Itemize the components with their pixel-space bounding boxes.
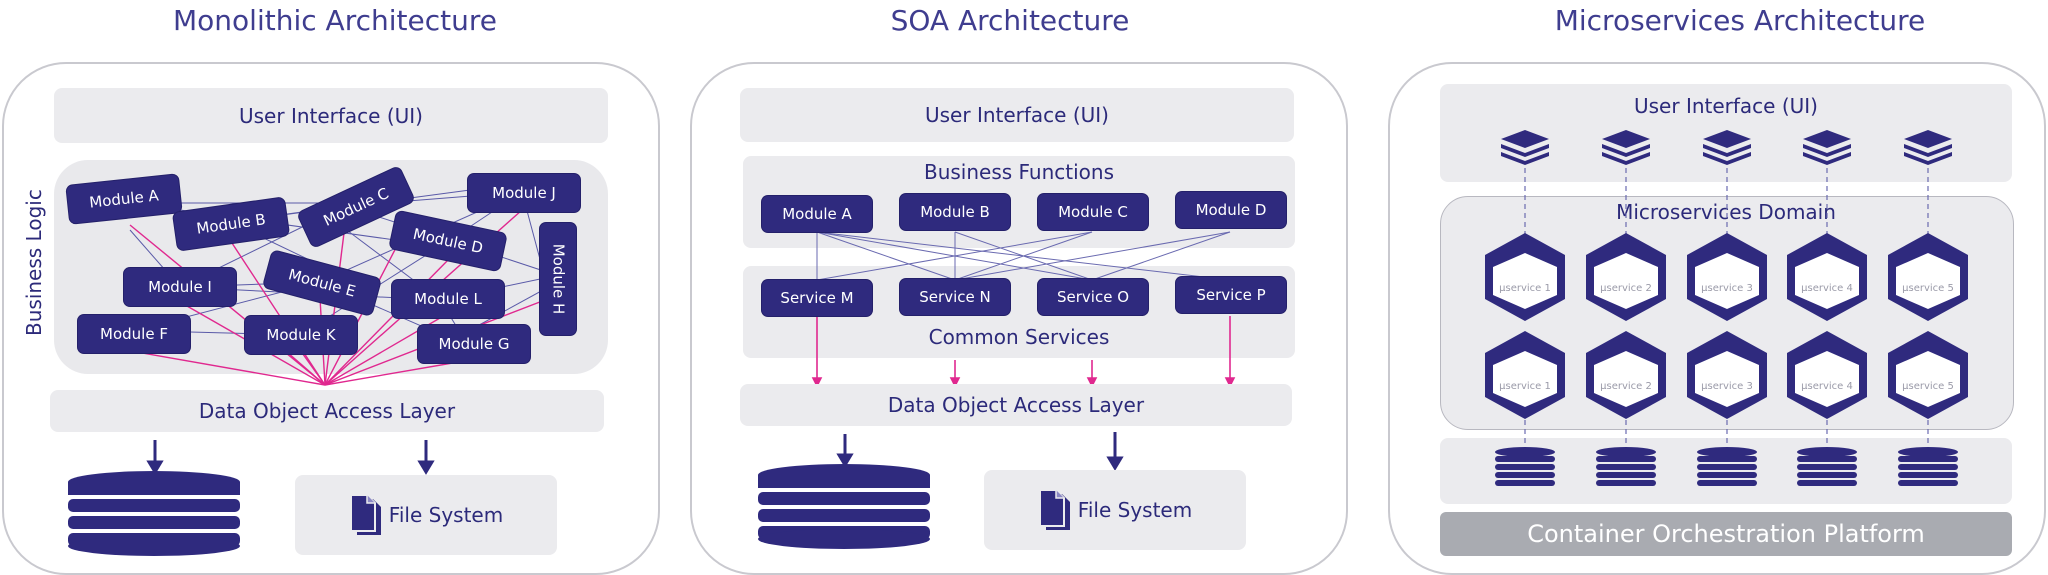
monolith-title: Monolithic Architecture xyxy=(173,4,497,37)
micro-data-zone xyxy=(1440,438,2012,504)
service-label: Service N xyxy=(919,288,991,306)
soa-service-p: Service P xyxy=(1176,277,1286,313)
soa-ui-label: User Interface (UI) xyxy=(925,103,1109,127)
micro-title: Microservices Architecture xyxy=(1554,4,1926,37)
soa-ui-bar: User Interface (UI) xyxy=(740,88,1294,142)
micro-ui-zone: User Interface (UI) xyxy=(1440,84,2012,182)
module-label: Module L xyxy=(414,290,482,308)
soa-title: SOA Architecture xyxy=(890,4,1130,37)
soa-module-c: Module C xyxy=(1038,194,1148,230)
monolith-module-i: Module I xyxy=(124,268,236,306)
soa-data-layer: Data Object Access Layer xyxy=(740,384,1292,426)
microservice-3-row2-label: µservice 3 xyxy=(1701,381,1753,392)
platform-label: Container Orchestration Platform xyxy=(1527,520,1925,548)
module-label: Module D xyxy=(1195,201,1267,219)
module-label: Module G xyxy=(438,335,510,353)
module-label: Module B xyxy=(920,203,990,221)
monolith-ui-label: User Interface (UI) xyxy=(239,103,423,128)
monolith-module-g: Module G xyxy=(418,325,530,363)
common-services-label: Common Services xyxy=(928,325,1110,349)
microservice-2-row1-label: µservice 2 xyxy=(1600,283,1652,294)
microservice-5-row1-label: µservice 5 xyxy=(1902,283,1954,294)
module-label: Module C xyxy=(1058,203,1128,221)
soa-module-a: Module A xyxy=(762,196,872,232)
module-label: Module D xyxy=(411,224,485,258)
module-label: Module E xyxy=(286,265,358,301)
module-label: Module F xyxy=(100,325,168,343)
microservice-5-row2-label: µservice 5 xyxy=(1902,381,1954,392)
module-label: Module J xyxy=(492,184,556,202)
microservice-1-row1-label: µservice 1 xyxy=(1499,283,1551,294)
monolith-file-system-label: File System xyxy=(388,503,504,527)
soa-module-d: Module D xyxy=(1176,192,1286,228)
microservice-2-row2-label: µservice 2 xyxy=(1600,381,1652,392)
file-icon xyxy=(1038,489,1070,530)
business-logic-label: Business Logic xyxy=(22,189,46,336)
module-label: Module K xyxy=(266,326,336,344)
monolith-module-f: Module F xyxy=(78,315,190,353)
service-label: Service P xyxy=(1196,286,1266,304)
monolith-module-k: Module K xyxy=(245,316,357,354)
microservice-4-row2-label: µservice 4 xyxy=(1801,381,1853,392)
soa-module-b: Module B xyxy=(900,194,1010,230)
file-icon xyxy=(349,494,381,535)
monolith-module-l: Module L xyxy=(392,280,504,318)
monolith-file-system: File System xyxy=(295,475,557,555)
container-orchestration-platform: Container Orchestration Platform xyxy=(1440,512,2012,556)
module-label: Module I xyxy=(148,278,212,296)
microservice-3-row1-label: µservice 3 xyxy=(1701,283,1753,294)
module-label: Module H xyxy=(549,243,567,315)
soa-file-system: File System xyxy=(984,470,1246,550)
module-label: Module B xyxy=(195,210,267,238)
monolith-ui-bar: User Interface (UI) xyxy=(54,88,608,143)
soa-file-system-label: File System xyxy=(1077,498,1193,522)
module-label: Module A xyxy=(88,186,160,212)
module-label: Module A xyxy=(782,205,852,223)
business-functions-label: Business Functions xyxy=(923,160,1115,184)
monolith-data-layer: Data Object Access Layer xyxy=(50,390,604,432)
monolith-data-layer-label: Data Object Access Layer xyxy=(198,399,456,423)
monolith-module-j: Module J xyxy=(468,174,580,212)
micro-domain-zone xyxy=(1440,196,2014,430)
microservice-1-row2-label: µservice 1 xyxy=(1499,381,1551,392)
monolith-module-h: Module H xyxy=(540,223,576,335)
microservice-4-row1-label: µservice 4 xyxy=(1801,283,1853,294)
soa-service-m: Service M xyxy=(762,280,872,316)
soa-data-layer-label: Data Object Access Layer xyxy=(887,393,1145,417)
micro-domain-label: Microservices Domain xyxy=(1616,200,1836,224)
micro-ui-label: User Interface (UI) xyxy=(1634,94,1818,118)
soa-service-o: Service O xyxy=(1038,279,1148,315)
soa-service-n: Service N xyxy=(900,279,1010,315)
service-label: Service O xyxy=(1056,288,1129,306)
service-label: Service M xyxy=(780,289,854,307)
